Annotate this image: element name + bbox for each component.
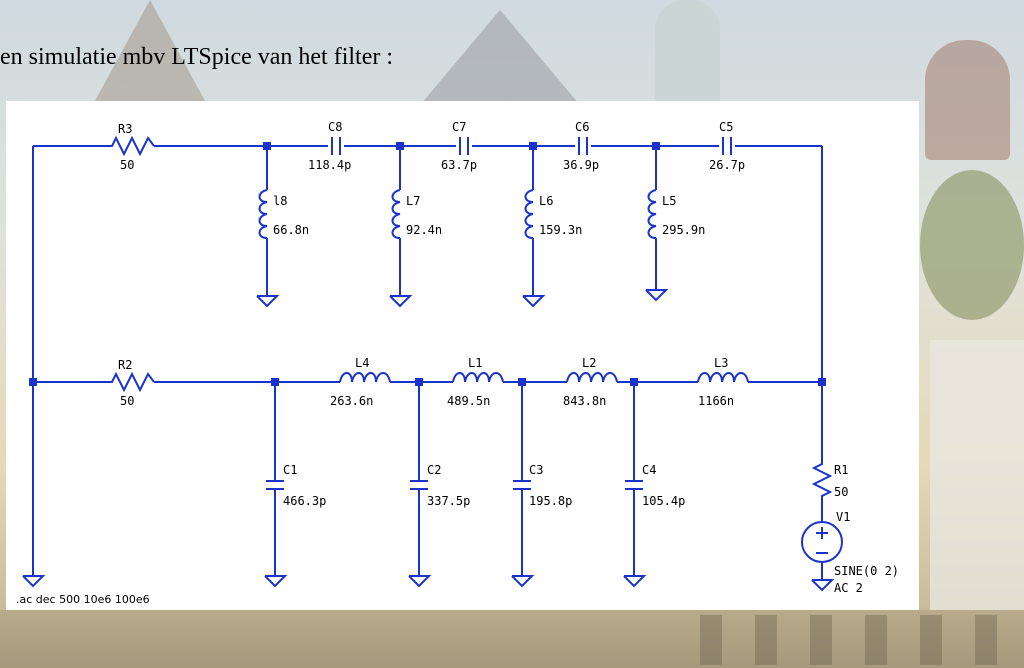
ground-icon [389, 295, 413, 308]
r2-name: R2 [118, 358, 132, 372]
l8-name: l8 [273, 194, 287, 208]
capacitor-c8: C8 118.4p [308, 120, 351, 172]
ground-icon [623, 575, 647, 588]
c8-value: 118.4p [308, 158, 351, 172]
l3-name: L3 [714, 356, 728, 370]
inductor-l1: L1 489.5n [447, 356, 504, 408]
spice-directive: .ac dec 500 10e6 100e6 [16, 593, 150, 606]
background-white-building [930, 340, 1024, 610]
capacitor-c4: C4 105.4p [625, 463, 685, 508]
capacitor-c5: C5 26.7p [709, 120, 745, 172]
inductor-l3: L3 1166n [697, 356, 749, 408]
c2-value: 337.5p [427, 494, 470, 508]
background-ground [0, 610, 1024, 668]
c1-value: 466.3p [283, 494, 326, 508]
l1-value: 489.5n [447, 394, 490, 408]
ground-icon [511, 575, 535, 588]
r1-name: R1 [834, 463, 848, 477]
r3-value: 50 [120, 158, 134, 172]
inductor-l8: l8 66.8n [258, 189, 309, 239]
background-windows [700, 615, 1000, 665]
caption-text: en simulatie mbv LTSpice van het filter … [0, 44, 394, 70]
capacitor-c6: C6 36.9p [563, 120, 599, 172]
c7-name: C7 [452, 120, 466, 134]
capacitor-c7: C7 63.7p [441, 120, 477, 172]
v1-name: V1 [836, 510, 850, 524]
voltage-source-v1: V1 SINE(0 2) AC 2 [801, 510, 899, 595]
l7-value: 92.4n [406, 223, 442, 237]
ground-icon [408, 575, 432, 588]
inductor-l6: L6 159.3n [524, 189, 582, 239]
c3-value: 195.8p [529, 494, 572, 508]
capacitor-c1: C1 466.3p [266, 463, 326, 508]
junctions [29, 142, 826, 386]
inductor-l2: L2 843.8n [563, 356, 618, 408]
r2-value: 50 [120, 394, 134, 408]
v1-value: SINE(0 2) [834, 564, 899, 578]
c2-name: C2 [427, 463, 441, 477]
c5-name: C5 [719, 120, 733, 134]
l7-name: L7 [406, 194, 420, 208]
capacitor-c3: C3 195.8p [513, 463, 572, 508]
l6-value: 159.3n [539, 223, 582, 237]
r3-name: R3 [118, 122, 132, 136]
schematic-panel: R3 50 R2 50 R1 50 C8 118.4p C7 63.7p C6 … [6, 101, 919, 610]
inductor-l5: L5 295.9n [647, 189, 705, 239]
l4-value: 263.6n [330, 394, 373, 408]
resistor-r1: R1 50 [811, 458, 848, 500]
l8-value: 66.8n [273, 223, 309, 237]
l6-name: L6 [539, 194, 553, 208]
l4-name: L4 [355, 356, 369, 370]
inductor-l4: L4 263.6n [330, 356, 391, 408]
capacitor-c2: C2 337.5p [410, 463, 470, 508]
c8-name: C8 [328, 120, 342, 134]
v1-ac: AC 2 [834, 581, 863, 595]
wires [32, 145, 823, 580]
c3-name: C3 [529, 463, 543, 477]
ground-icon [645, 289, 669, 302]
c4-value: 105.4p [642, 494, 685, 508]
ground-icon [264, 575, 288, 588]
c6-value: 36.9p [563, 158, 599, 172]
r1-value: 50 [834, 485, 848, 499]
l5-value: 295.9n [662, 223, 705, 237]
l3-value: 1166n [698, 394, 734, 408]
c6-name: C6 [575, 120, 589, 134]
c7-value: 63.7p [441, 158, 477, 172]
ground-icon [256, 295, 280, 308]
background-roof-center [420, 10, 580, 105]
filter-schematic: R3 50 R2 50 R1 50 C8 118.4p C7 63.7p C6 … [16, 120, 899, 606]
inductor-l7: L7 92.4n [391, 189, 442, 239]
ground-icon [22, 575, 46, 588]
background-tower [655, 0, 720, 105]
l2-name: L2 [582, 356, 596, 370]
resistor-r3: R3 50 [106, 122, 155, 172]
background-tree [920, 170, 1024, 320]
background-water-tower [925, 40, 1010, 160]
l1-name: L1 [468, 356, 482, 370]
l2-value: 843.8n [563, 394, 606, 408]
resistor-r2: R2 50 [106, 358, 155, 408]
ground-symbols [22, 289, 835, 592]
ground-icon [522, 295, 546, 308]
l5-name: L5 [662, 194, 676, 208]
c1-name: C1 [283, 463, 297, 477]
c5-value: 26.7p [709, 158, 745, 172]
c4-name: C4 [642, 463, 656, 477]
ground-icon [811, 579, 835, 592]
